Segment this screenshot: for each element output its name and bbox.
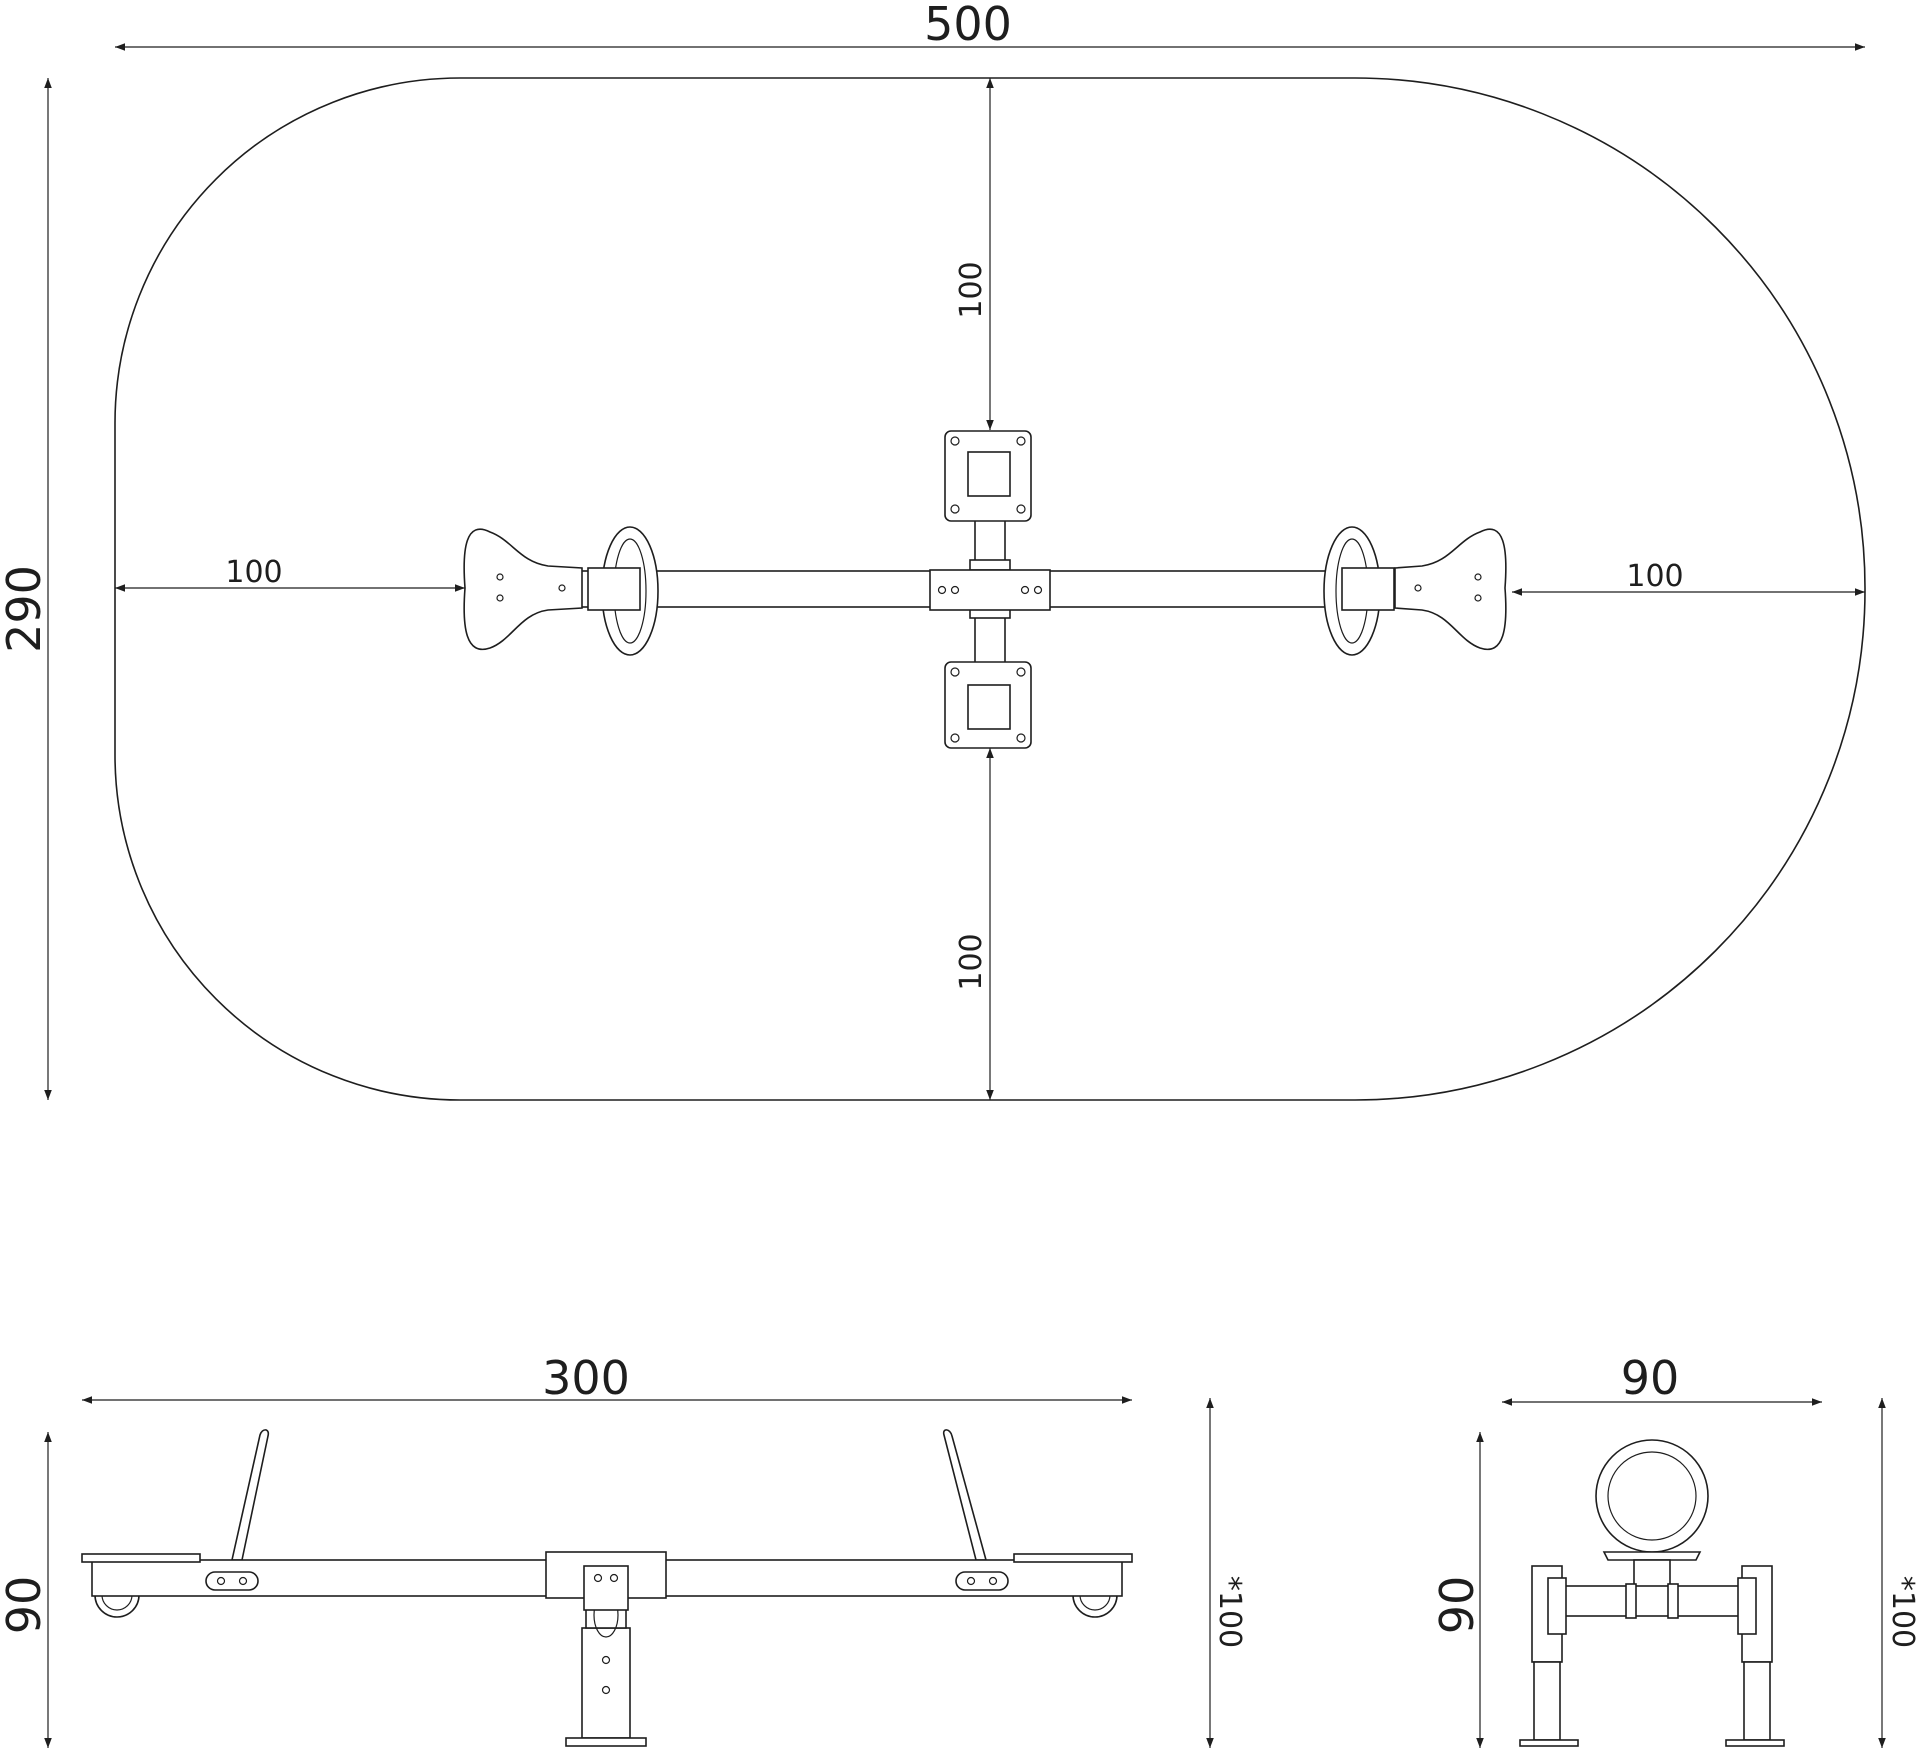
bolt <box>988 1576 998 1586</box>
crossbar-end <box>1561 1585 1743 1617</box>
bolt <box>238 1576 248 1586</box>
post-base-plate <box>565 1737 647 1747</box>
bolt <box>966 1576 976 1586</box>
bolt <box>496 573 504 581</box>
bolt <box>950 667 960 677</box>
bolt <box>216 1576 226 1586</box>
bolt <box>593 1573 603 1583</box>
bolt <box>1033 585 1043 595</box>
bolt <box>950 504 960 514</box>
leg-left-lower <box>1533 1661 1561 1741</box>
handle-clamp-right <box>955 1571 1009 1591</box>
safety-zone-outline <box>114 77 1866 1101</box>
bolt <box>1016 733 1026 743</box>
label-end-height: 90 <box>1430 1576 1484 1635</box>
equipment-side <box>81 1429 1133 1747</box>
bolt <box>601 1655 611 1665</box>
leg-left-bracket <box>1547 1577 1567 1635</box>
handle-mount-left <box>587 567 641 611</box>
end-view: 90 90 *100 <box>1430 1351 1920 1748</box>
crossbar-collar-right <box>1667 1583 1679 1619</box>
equipment-end <box>1519 1439 1785 1747</box>
leg-right-lower <box>1743 1661 1771 1741</box>
handle-clamp-left <box>205 1571 259 1591</box>
bolt <box>950 733 960 743</box>
label-side-height: 90 <box>0 1576 51 1635</box>
bolt <box>1016 436 1026 446</box>
label-side-fall-height: *100 <box>1212 1576 1247 1648</box>
bolt <box>601 1685 611 1695</box>
handle-bar-left <box>231 1429 270 1561</box>
seat-left <box>463 528 583 651</box>
handle-ring-end-inner <box>1607 1451 1697 1541</box>
handle-mount-right <box>1341 567 1395 611</box>
bolt <box>1016 504 1026 514</box>
leg-right-bracket <box>1737 1577 1757 1635</box>
label-overall-width: 500 <box>924 0 1012 51</box>
handle-ring-end <box>1595 1439 1709 1553</box>
bolt <box>1474 573 1482 581</box>
side-view: 300 90 *100 <box>0 1351 1247 1748</box>
label-clear-right: 100 <box>1626 559 1683 594</box>
seat-right <box>1394 528 1507 651</box>
center-hub <box>929 569 1051 611</box>
bolt <box>1474 594 1482 602</box>
bolts-side <box>216 1573 998 1695</box>
seat-left-side <box>81 1553 201 1563</box>
post-lower <box>581 1627 631 1739</box>
bolt <box>1020 585 1030 595</box>
label-clear-left: 100 <box>225 555 282 590</box>
seat-right-side <box>1013 1553 1133 1563</box>
bolts <box>496 436 1482 743</box>
bolt <box>609 1573 619 1583</box>
seat-bar-end <box>1602 1551 1702 1561</box>
crossbar-collar-left <box>1625 1583 1637 1619</box>
label-clear-top: 100 <box>954 261 989 318</box>
bolt <box>1414 584 1422 592</box>
pivot-bracket <box>583 1565 629 1611</box>
leg-left-foot <box>1519 1739 1579 1747</box>
equipment-plan <box>463 430 1507 749</box>
bolt <box>950 585 960 595</box>
pivot-ring-top <box>969 559 1011 571</box>
post-bottom <box>967 684 1011 730</box>
handle-bar-right <box>942 1429 988 1561</box>
bolt <box>950 436 960 446</box>
label-clear-bottom: 100 <box>954 933 989 990</box>
label-overall-depth: 290 <box>0 565 51 653</box>
leg-right-foot <box>1725 1739 1785 1747</box>
label-end-width: 90 <box>1621 1351 1680 1405</box>
label-end-fall-height: *100 <box>1885 1576 1920 1648</box>
post-top <box>967 451 1011 497</box>
bolt <box>937 585 947 595</box>
top-view: 500 290 100 100 100 100 <box>0 0 1866 1101</box>
label-side-length: 300 <box>542 1351 630 1405</box>
bolt <box>558 584 566 592</box>
bolt <box>1016 667 1026 677</box>
bolt <box>496 594 504 602</box>
